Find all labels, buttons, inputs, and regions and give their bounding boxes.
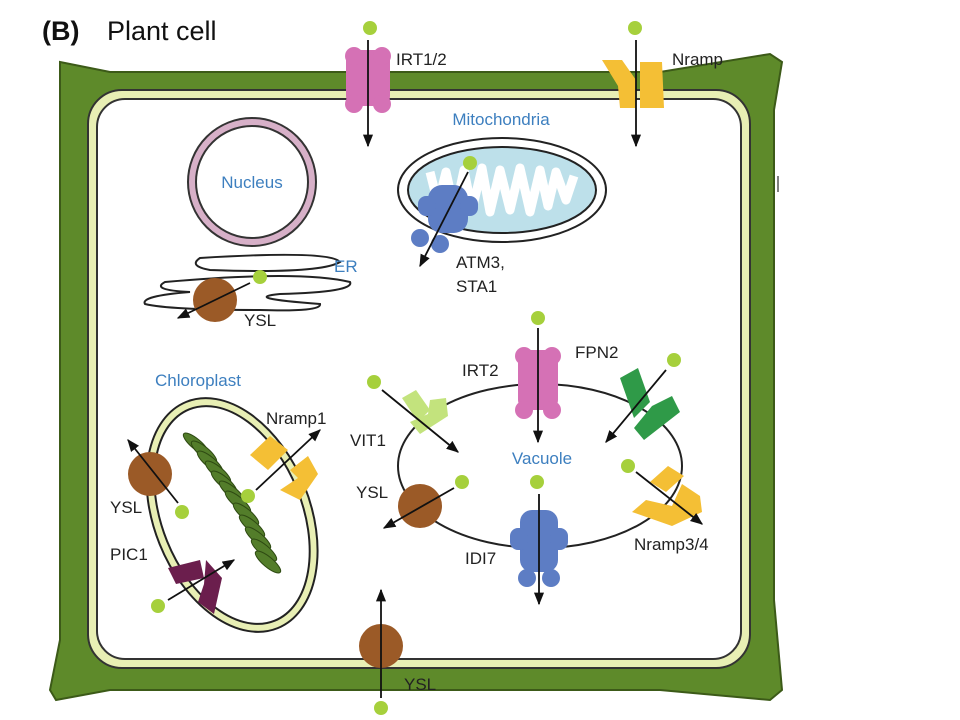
vit1-transporter: VIT1 <box>350 375 459 453</box>
iron-ion-icon <box>363 21 377 35</box>
nramp34-transporter: Nramp3/4 <box>621 459 709 554</box>
sta1-label: STA1 <box>456 277 497 296</box>
ysl-plasma-membrane-label: YSL <box>404 675 436 694</box>
iron-ion-icon <box>667 353 681 367</box>
iron-ion-icon <box>151 599 165 613</box>
iron-ion-icon <box>628 21 642 35</box>
atm3-label: ATM3, <box>456 253 505 272</box>
er-label: ER <box>334 257 358 276</box>
iron-ion-icon <box>463 156 477 170</box>
iron-ion-icon <box>241 489 255 503</box>
ysl-chloroplast-transporter: YSL <box>110 439 189 519</box>
fpn2-transporter: FPN2 <box>575 343 681 443</box>
chloroplast-label: Chloroplast <box>155 371 241 390</box>
mitochondria-label: Mitochondria <box>452 110 550 129</box>
pic1-transporter: PIC1 <box>110 545 236 614</box>
irt12-label: IRT1/2 <box>396 50 447 69</box>
ysl-chloroplast-label: YSL <box>110 498 142 517</box>
vit1-label: VIT1 <box>350 431 386 450</box>
nramp-transporter: Nramp <box>602 21 723 148</box>
thylakoid-stacks <box>182 432 282 574</box>
nucleus-label: Nucleus <box>221 173 282 192</box>
vacuole-label: Vacuole <box>512 449 572 468</box>
iron-ion-icon <box>455 475 469 489</box>
ysl-plasma-membrane-transporter: YSL <box>359 588 436 715</box>
ysl-vacuole-label: YSL <box>356 483 388 502</box>
iron-ion-icon <box>531 311 545 325</box>
iron-ion-icon <box>367 375 381 389</box>
nramp-label: Nramp <box>672 50 723 69</box>
figure-title: Plant cell <box>107 16 217 46</box>
nramp34-label: Nramp3/4 <box>634 535 709 554</box>
iron-ion-icon <box>621 459 635 473</box>
irt2-label: IRT2 <box>462 361 499 380</box>
panel-label: (B) <box>42 16 79 46</box>
iron-ion-icon <box>374 701 388 715</box>
ysl-vacuole-transporter: YSL <box>356 475 469 529</box>
iron-ion-icon <box>530 475 544 489</box>
ysl-er-label: YSL <box>244 311 276 330</box>
iron-ion-icon <box>253 270 267 284</box>
pic1-label: PIC1 <box>110 545 148 564</box>
idi7-label: IDI7 <box>465 549 496 568</box>
ysl-er-transporter: YSL <box>176 270 276 330</box>
idi7-transporter: IDI7 <box>465 475 568 606</box>
atm3-sta1-transporter: ATM3, STA1 <box>411 156 505 296</box>
iron-ion-icon <box>175 505 189 519</box>
fpn2-label: FPN2 <box>575 343 618 362</box>
irt12-transporter: IRT1/2 <box>345 21 447 148</box>
irt2-transporter: IRT2 <box>462 311 561 444</box>
nramp1-label: Nramp1 <box>266 409 326 428</box>
nramp1-transporter: Nramp1 <box>241 409 326 503</box>
nucleus: Nucleus <box>187 117 317 247</box>
